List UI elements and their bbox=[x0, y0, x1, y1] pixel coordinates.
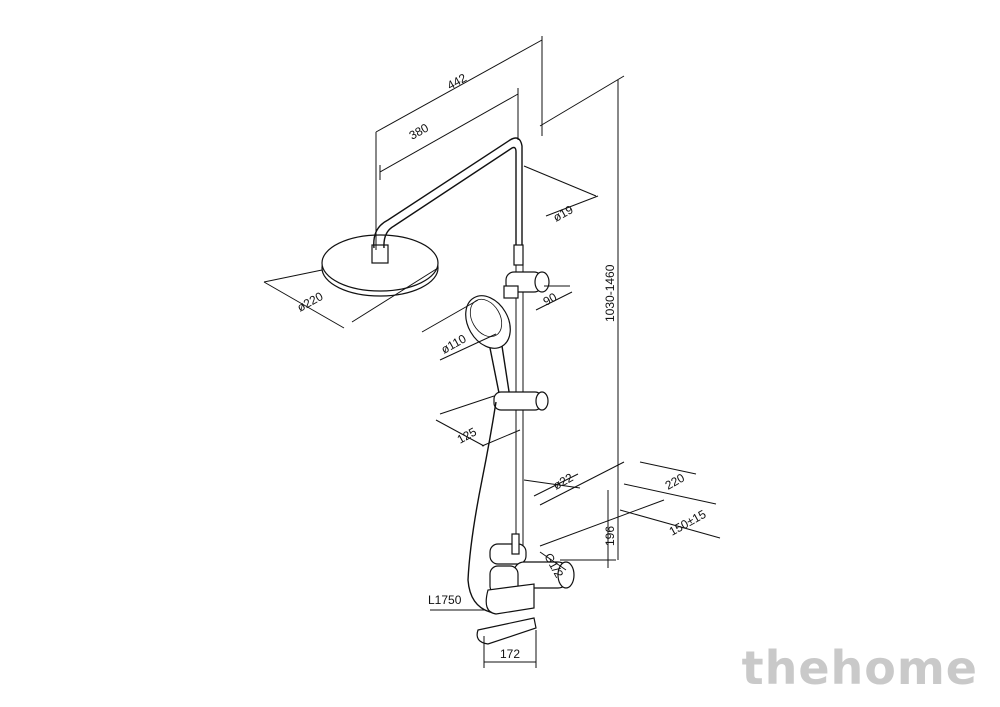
dimension-lines bbox=[263, 36, 721, 668]
upper-holder bbox=[503, 271, 550, 299]
dim-hose-length: L1750 bbox=[428, 593, 462, 607]
dim-holder-offset: 90 bbox=[541, 290, 560, 309]
dim-arm-inner: 380 bbox=[407, 121, 432, 143]
overhead-arm bbox=[373, 137, 523, 249]
dim-hand-diameter: ø110 bbox=[439, 331, 469, 356]
dim-spout-length: 172 bbox=[500, 647, 520, 661]
rain-shower-head bbox=[321, 234, 439, 297]
thermostatic-mixer bbox=[476, 533, 575, 645]
dim-connection-spacing: 150±15 bbox=[667, 507, 709, 539]
dim-arm-outer: 442 bbox=[445, 71, 470, 93]
hand-shower bbox=[465, 295, 511, 399]
dim-hand-offset: 125 bbox=[455, 425, 480, 447]
dim-bar-diameter: ø22 bbox=[551, 470, 576, 492]
hand-holder bbox=[493, 391, 549, 411]
watermark-logo: thehome bbox=[741, 641, 978, 695]
riser-bar bbox=[513, 244, 524, 560]
dim-wall-depth: 220 bbox=[663, 471, 688, 493]
dim-head-diameter: ø220 bbox=[295, 289, 326, 315]
dim-height-range: 1030-1460 bbox=[603, 264, 617, 322]
dim-mixer-height: 196 bbox=[603, 526, 617, 546]
